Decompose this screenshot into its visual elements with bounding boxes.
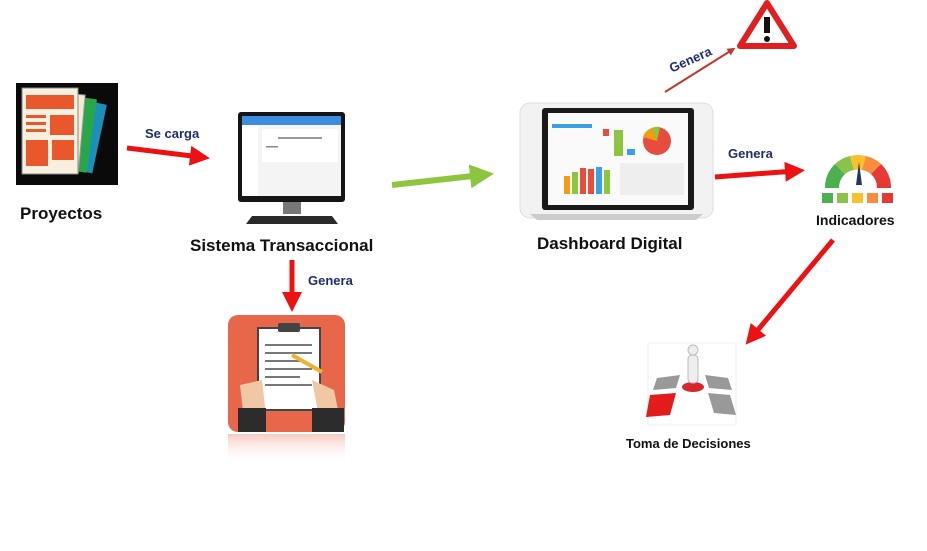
edge-label-genera-indicadores: Genera	[728, 146, 773, 161]
node-label-dashboard: Dashboard Digital	[537, 234, 683, 253]
monitor-icon	[238, 112, 345, 224]
node-label-indicadores: Indicadores	[816, 212, 895, 228]
arrow-dashboard-indicadores	[714, 161, 805, 182]
clipboard-report-icon	[228, 315, 345, 464]
edge-label-genera-reporte: Genera	[308, 273, 353, 288]
edge-label-carga: Se carga	[145, 126, 200, 141]
arrow-proyectos-sistema	[126, 145, 210, 166]
arrow-sistema-dashboard	[391, 164, 494, 189]
node-label-decisiones: Toma de Decisiones	[626, 436, 751, 451]
gauge-icon	[822, 155, 893, 203]
laptop-dashboard-icon	[519, 102, 714, 220]
node-label-proyectos: Proyectos	[20, 204, 103, 223]
decision-icon	[646, 342, 737, 426]
arrow-indicadores-decisiones	[745, 238, 835, 345]
node-label-sistema: Sistema Transaccional	[190, 236, 374, 255]
documents-icon	[16, 83, 118, 185]
arrow-dashboard-alerta	[664, 47, 736, 93]
warning-icon	[737, 0, 797, 49]
